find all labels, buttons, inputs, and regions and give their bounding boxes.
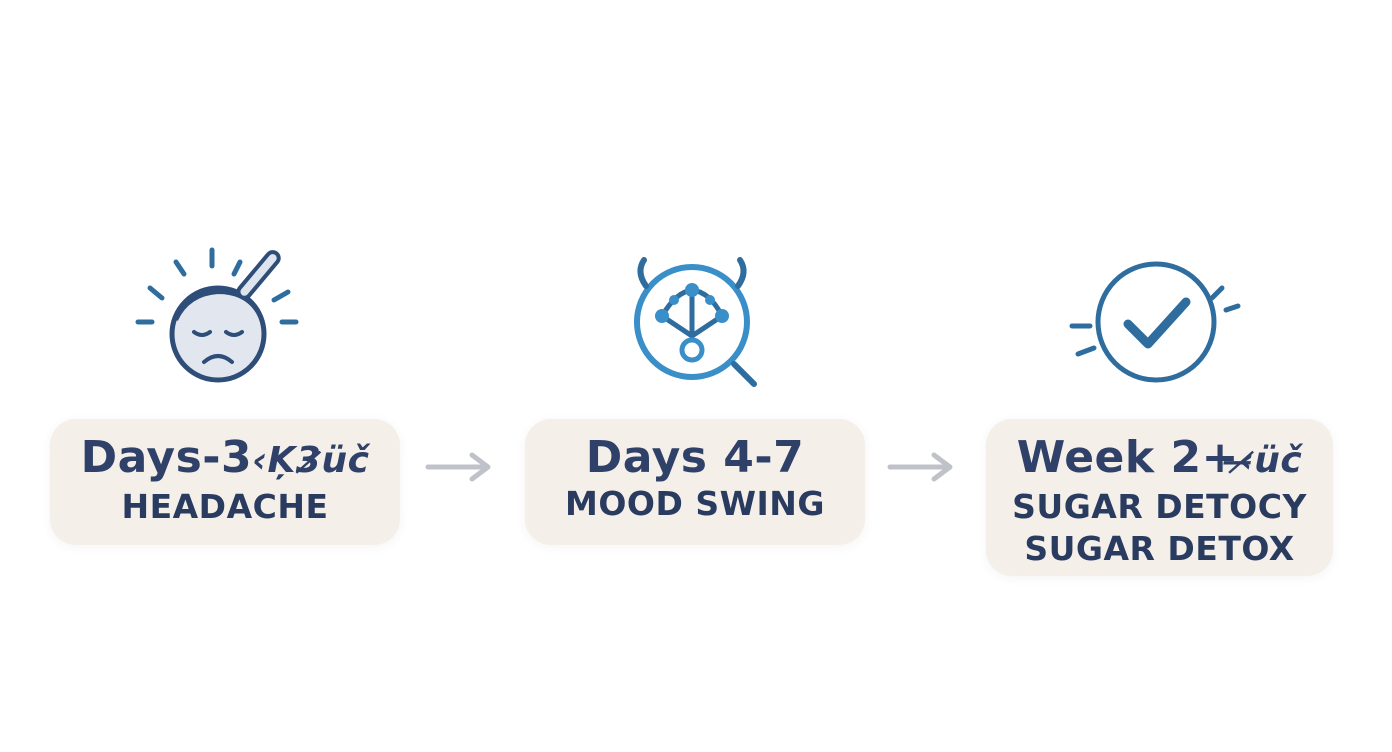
checkmark-circle-icon: [1069, 261, 1241, 383]
arrow-right-icon: [887, 452, 953, 482]
step-symptom: MOOD SWING: [565, 484, 825, 523]
headache-face-icon: [135, 247, 299, 383]
garbled-title-suffix: ‹Ķ3̷üč: [252, 440, 370, 481]
step-card-1: Days-3‹Ķ3̷üč HEADACHE: [50, 419, 400, 545]
step-symptom: HEADACHE: [121, 487, 329, 526]
step-symptom: SUGAR DETOX: [1024, 529, 1295, 568]
step-symptom: SUGAR DETOCY: [1012, 487, 1307, 526]
step-title: Week 2+‹̶̷üč: [1016, 432, 1303, 483]
arrow-right-icon: [425, 452, 491, 482]
step-title: Days-3‹Ķ3̷üč: [80, 432, 370, 483]
garbled-title-suffix: ‹̶̷üč: [1238, 440, 1303, 481]
step-title: Days 4-7: [585, 432, 805, 483]
mood-swing-icon: [634, 257, 757, 387]
step-card-3: Week 2+‹̶̷üč SUGAR DETOCY SUGAR DETOX: [986, 419, 1333, 576]
step-card-2: Days 4-7 MOOD SWING: [525, 419, 865, 545]
